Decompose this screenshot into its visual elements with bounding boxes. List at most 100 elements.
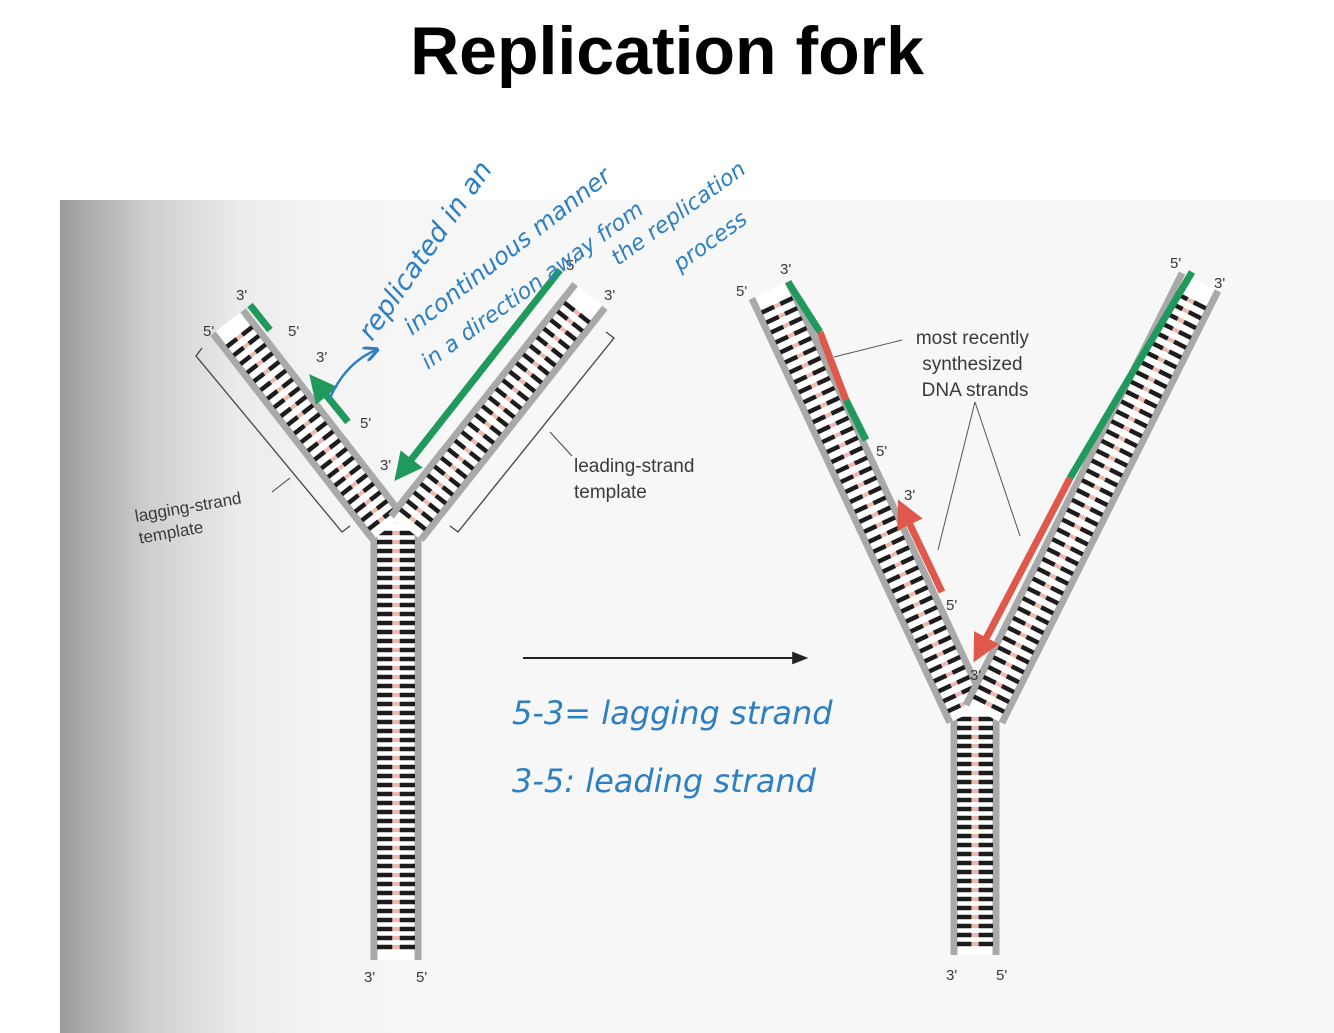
right-lagging-arm-base (798, 384, 813, 395)
right-lagging-arm-base (946, 654, 962, 665)
right-leading-arm-base (1010, 664, 1025, 675)
right-lagging-arm-base (881, 563, 897, 574)
right-leading-arm-base (1094, 497, 1109, 508)
right-leading-old (1066, 270, 1196, 480)
left-label-leading-5: 5' (566, 257, 577, 274)
right-leading-arm-base (1021, 596, 1037, 607)
left-leading-arm-base (528, 343, 542, 356)
right-leading-arm-base (1143, 398, 1158, 409)
right-lagging-arm-base (895, 545, 910, 556)
right-leading-arm-base (1085, 468, 1100, 479)
right-label-5-left: 5' (736, 283, 747, 300)
right-lagging-arm-base (877, 553, 892, 564)
right-label-5-right: 5' (1170, 255, 1181, 272)
left-leading-arm-base (446, 447, 460, 459)
left-leading-arm-base (564, 330, 578, 342)
left-leading-arm-base (549, 318, 563, 330)
right-lagging-arm-base (937, 683, 952, 694)
right-leading-arm-base (1168, 349, 1183, 360)
right-leading-arm-base (1074, 536, 1089, 547)
right-lagging-arm-base (830, 454, 845, 465)
right-leading-arm-template-strand-1 (998, 289, 1222, 725)
right-leading-arm-base (1041, 556, 1056, 567)
left-lagging-arm-base (272, 397, 286, 410)
right-lagging-arm-base (946, 703, 962, 714)
right-leading-arm-base (1104, 477, 1119, 488)
left-leading-arm-base (434, 493, 448, 506)
right-leading-arm-base (1079, 526, 1094, 537)
left-lagging-arm-base (245, 363, 259, 375)
right-leading-arm-base (1005, 674, 1020, 685)
right-leading-arm-base (1148, 388, 1163, 399)
right-leading-new (973, 476, 1074, 663)
right-okazaki-old (785, 280, 823, 334)
right-label-okazaki-5: 5' (876, 443, 887, 460)
right-lagging-arm-base (928, 663, 943, 674)
left-lagging-arm-base (360, 510, 374, 523)
right-lagging-arm-base (909, 623, 924, 634)
right-lagging-arm-base (932, 625, 948, 635)
right-leading-arm-base (1069, 546, 1084, 557)
left-leading-arm-base (496, 416, 509, 428)
left-lagging-arm-base (340, 484, 354, 497)
right-okazaki-green2 (842, 398, 870, 442)
right-leading-arm-base (977, 684, 992, 695)
left-lagging-arm-base (247, 333, 261, 346)
right-leading-arm-base (1109, 467, 1124, 478)
right-lagging-arm-base (802, 345, 817, 356)
right-leading-arm-base (1056, 527, 1071, 538)
right-leading-arm-base (1125, 389, 1140, 400)
left-lagging-arm-base (375, 499, 389, 511)
left-leading-arm-base (460, 430, 474, 442)
left-lagging-arm-base (225, 337, 239, 349)
right-leading-arm-base (1115, 409, 1130, 420)
textbook-photo (60, 200, 1334, 1033)
right-lagging-arm-base (816, 424, 831, 435)
right-leading-arm-base (1138, 408, 1153, 419)
left-leading-arm-base (543, 355, 557, 368)
left-leading-arm-base (571, 321, 584, 333)
left-lagging-arm-base (335, 446, 349, 459)
right-leading-arm-base (1015, 654, 1030, 665)
right-label-new-3: 3' (904, 487, 915, 504)
left-lagging-arm-base (288, 386, 301, 398)
left-lagging-arm-base (326, 467, 340, 479)
right-label-3-right: 3' (1214, 275, 1225, 292)
left-lagging-arm-base (355, 472, 369, 485)
right-lagging-arm-base (802, 394, 817, 405)
left-leading-arm-base (578, 312, 591, 325)
left-leading-strand (394, 267, 563, 482)
right-lagging-arm-base (914, 585, 929, 595)
right-lagging-arm-base (844, 435, 859, 446)
left-leading-arm-base (453, 438, 467, 451)
right-leading-arm-base (1089, 506, 1104, 518)
left-lagging-arm-base (261, 351, 274, 363)
right-lagging-arm-base (807, 355, 822, 366)
right-leading-arm-base (1076, 487, 1091, 499)
left-leading-arm-base (419, 481, 433, 494)
left-label-leading-3-bottom: 3' (380, 457, 391, 474)
right-leading-arm-base (997, 645, 1012, 656)
left-fork-stem (370, 524, 422, 960)
left-leading-arm-base (550, 347, 564, 359)
right-lagging-arm-base (881, 515, 896, 526)
right-lagging-arm-base (923, 653, 938, 664)
right-lagging-arm-base (919, 643, 934, 654)
left-leading-arm-base (487, 395, 501, 408)
left-leading-arm-base (501, 378, 515, 390)
right-leading-arm-base (1002, 635, 1017, 646)
left-lagging-arm-base (368, 490, 382, 502)
right-leading-arm-base (1182, 319, 1197, 331)
right-lagging-arm-base (905, 613, 920, 624)
hand-legend-leading: 3-5: leading strand (512, 762, 817, 800)
left-leading-arm-base (562, 300, 576, 313)
right-lagging-arm-base (858, 465, 873, 476)
right-okazaki-red (816, 330, 850, 402)
right-leading-arm-base (1030, 624, 1045, 636)
right-lagging-arm-base (956, 674, 971, 685)
left-leading-arm-base (426, 473, 439, 485)
left-lagging-arm-base (299, 432, 313, 445)
right-lagging-arm-base (867, 534, 883, 544)
right-lagging-arm-base (821, 385, 836, 396)
left-lagging-arm-base (274, 368, 288, 381)
